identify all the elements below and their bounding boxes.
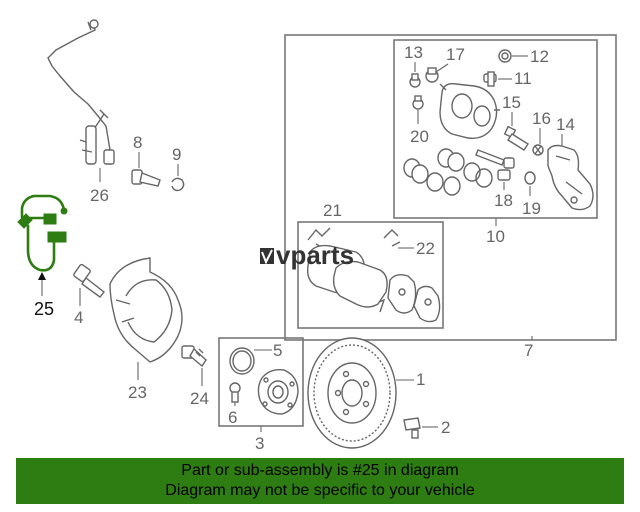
callout-23: 23 [128, 383, 147, 402]
bolt-6[interactable] [229, 382, 241, 403]
callout-11: 11 [514, 69, 532, 88]
bolt-20[interactable] [412, 95, 424, 110]
bolt-8[interactable] [131, 169, 161, 187]
callout-21: 21 [323, 201, 342, 220]
caliper-housing[interactable] [439, 82, 500, 139]
snap-ring-5[interactable] [229, 347, 255, 375]
callout-13: 13 [404, 43, 423, 62]
callout-6: 6 [228, 408, 237, 427]
watermark-text: vparts [276, 240, 354, 270]
callout-10: 10 [486, 227, 505, 246]
brake-disc-1[interactable] [307, 337, 397, 449]
banner-line-2: Diagram may not be specific to your vehi… [165, 482, 475, 499]
callout-16: 16 [532, 109, 551, 128]
callout-5: 5 [273, 341, 282, 360]
callout-26: 26 [90, 186, 109, 205]
seal-19[interactable] [524, 171, 536, 185]
leader-17 [435, 63, 449, 73]
callout-18: 18 [494, 191, 513, 210]
callout-25: 25 [34, 299, 54, 319]
group-box-7 [284, 34, 617, 341]
info-banner: Part or sub-assembly is #25 in diagram D… [16, 458, 624, 504]
callout-17: 17 [446, 45, 465, 64]
callout-4: 4 [74, 308, 83, 327]
bolt-4[interactable] [73, 263, 105, 298]
callout-3: 3 [255, 434, 264, 453]
callout-7: 7 [524, 341, 533, 360]
guide-pin-11[interactable] [483, 71, 497, 87]
carrier-14[interactable] [547, 144, 594, 211]
callout-19: 19 [522, 199, 541, 218]
bolt-13[interactable] [409, 73, 421, 88]
screw-2[interactable] [403, 417, 421, 439]
guide-bolt-15[interactable] [503, 125, 529, 151]
vparts-logo: vparts [260, 240, 354, 270]
bolt-24[interactable] [181, 345, 207, 368]
callout-12: 12 [530, 47, 549, 66]
cap-12[interactable] [498, 49, 512, 63]
bleeder-17[interactable] [425, 67, 439, 83]
brake-hose-assembly[interactable] [47, 19, 115, 165]
callout-22: 22 [416, 239, 435, 258]
sensor-harness-25[interactable] [17, 194, 68, 272]
callout-1: 1 [416, 370, 425, 389]
group-box-21 [297, 221, 444, 329]
callout-24: 24 [190, 389, 209, 408]
brake-pads-21[interactable] [306, 244, 441, 323]
clip-9[interactable] [171, 177, 185, 192]
callout-8: 8 [133, 133, 142, 152]
pistons-seals[interactable] [403, 148, 493, 196]
callout-20: 20 [410, 127, 429, 146]
callout-9: 9 [172, 145, 181, 164]
callout-2: 2 [441, 418, 450, 437]
wheel-hub-3[interactable] [257, 368, 299, 415]
dust-shield-23[interactable] [109, 257, 183, 363]
callout-14: 14 [556, 115, 575, 134]
leader-25-arrow [38, 272, 46, 280]
callout-15: 15 [502, 93, 521, 112]
pin-set-18[interactable] [475, 149, 515, 181]
banner-line-1: Part or sub-assembly is #25 in diagram [181, 462, 459, 479]
boot-16[interactable] [532, 144, 544, 156]
